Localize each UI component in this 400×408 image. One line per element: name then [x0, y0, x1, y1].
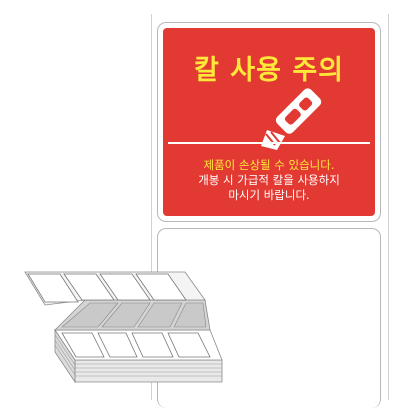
stack-top-labels	[54, 329, 223, 361]
label-divider	[168, 142, 370, 144]
caution-label-face: 칼 사용 주의 제품이 손상될 수 있습니다. 개봉 시 가급적 칼을 사용하지…	[163, 28, 375, 216]
caution-notice: 제품이 손상될 수 있습니다. 개봉 시 가급적 칼을 사용하지 마시기 바랍니…	[163, 158, 375, 203]
top-flap-labels	[24, 271, 206, 306]
caution-label: 칼 사용 주의 제품이 손상될 수 있습니다. 개봉 시 가급적 칼을 사용하지…	[157, 22, 381, 222]
notice-line-2: 개봉 시 가급적 칼을 사용하지	[198, 173, 340, 187]
caution-title: 칼 사용 주의	[194, 55, 344, 86]
notice-line-1: 제품이 손상될 수 있습니다.	[203, 158, 335, 172]
fold-panel	[54, 299, 211, 331]
stack-base	[54, 328, 223, 384]
notice-line-3: 마시기 바랍니다.	[228, 188, 310, 202]
